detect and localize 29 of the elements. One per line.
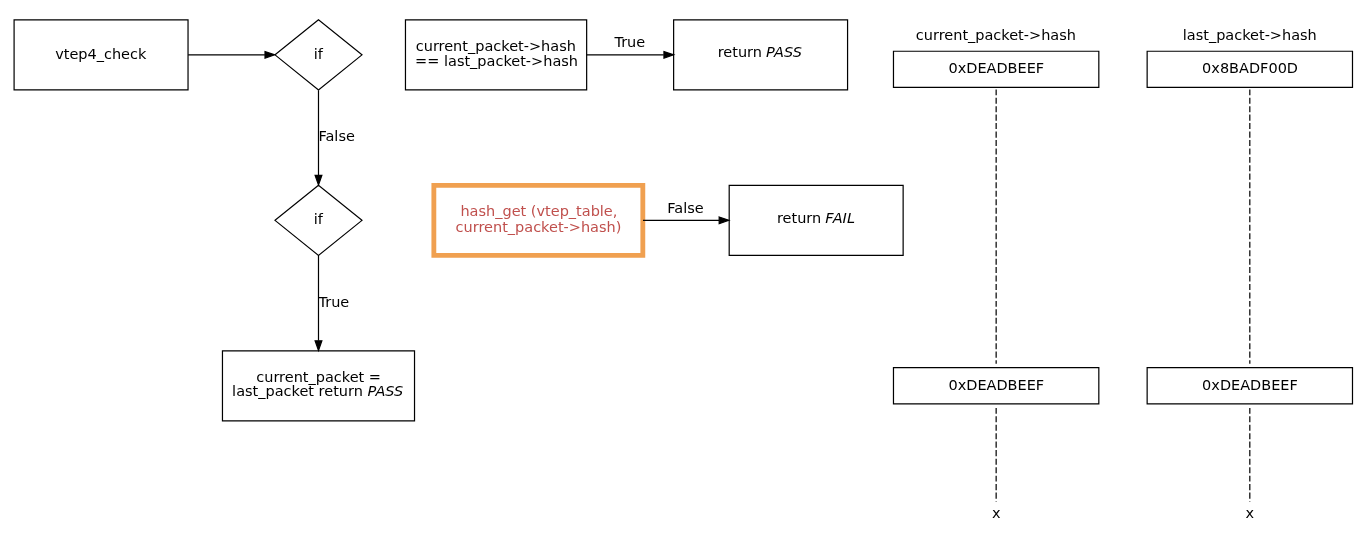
node-box: 0x8BADF00D bbox=[1146, 50, 1354, 88]
node-box: 0xDEADBEEF bbox=[892, 50, 1100, 88]
node-box: return PASS bbox=[673, 18, 849, 90]
arrow bbox=[314, 254, 323, 352]
connector bbox=[1249, 88, 1251, 364]
node-box: 0xDEADBEEF bbox=[1146, 366, 1354, 405]
edge-label: True bbox=[318, 293, 350, 310]
connector bbox=[995, 88, 997, 364]
node-box: current_packet = last_packet return PASS bbox=[221, 349, 416, 421]
node-box: vtep4_check bbox=[13, 18, 189, 90]
node-label: current_packet->hash bbox=[915, 26, 1076, 43]
node-box: return FAIL bbox=[728, 184, 904, 256]
node-diamond: if bbox=[274, 18, 363, 91]
node-box: 0xDEADBEEF bbox=[892, 366, 1100, 405]
connector bbox=[995, 406, 997, 502]
node-label: last_packet->hash bbox=[1182, 26, 1317, 43]
node-diamond: if bbox=[274, 184, 363, 256]
node-text: x bbox=[991, 504, 1001, 521]
arrow bbox=[314, 89, 323, 187]
arrow bbox=[642, 215, 731, 225]
node-text: x bbox=[1245, 504, 1255, 521]
edge-label: True bbox=[614, 33, 646, 50]
connector bbox=[1249, 406, 1251, 502]
node-box: hash_get (vtep_table, current_packet->hash) bbox=[431, 182, 646, 258]
node-box: current_packet->hash == last_packet->hash bbox=[404, 18, 588, 90]
arrow bbox=[187, 50, 277, 59]
edge-label: False bbox=[667, 199, 704, 216]
arrow bbox=[586, 50, 676, 59]
edge-label: False bbox=[318, 127, 355, 144]
